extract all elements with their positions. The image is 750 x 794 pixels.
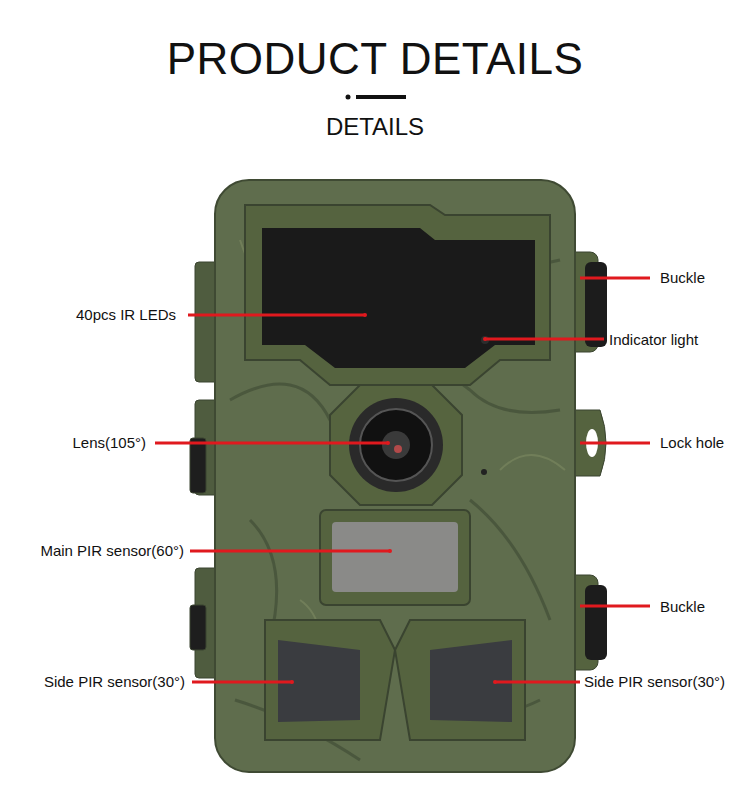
pir-frame (320, 510, 470, 605)
part-label: Buckle (660, 269, 705, 287)
part-label: Side PIR sensor(30°) (584, 673, 725, 691)
part-label: 40pcs IR LEDs (76, 306, 176, 324)
title-dot (346, 95, 351, 100)
part-label: Lens(105°) (72, 434, 146, 452)
lens-ring (349, 398, 443, 492)
title-bar (356, 95, 406, 99)
main-pir (332, 522, 458, 592)
part-label: Lock hole (660, 434, 724, 452)
camo-pattern (230, 220, 560, 760)
part-label: Side PIR sensor(30°) (44, 673, 185, 691)
part-label: Main PIR sensor(60°) (40, 542, 184, 560)
subtitle: DETAILS (326, 113, 424, 141)
lens-frame (330, 385, 462, 505)
ir-window (262, 228, 535, 368)
page-title: PRODUCT DETAILS (0, 34, 750, 84)
ir-frame (245, 205, 550, 385)
leader-lines (155, 278, 650, 682)
side-pir-left (278, 640, 360, 722)
part-label: Indicator light (609, 331, 698, 349)
part-label: Buckle (660, 598, 705, 616)
